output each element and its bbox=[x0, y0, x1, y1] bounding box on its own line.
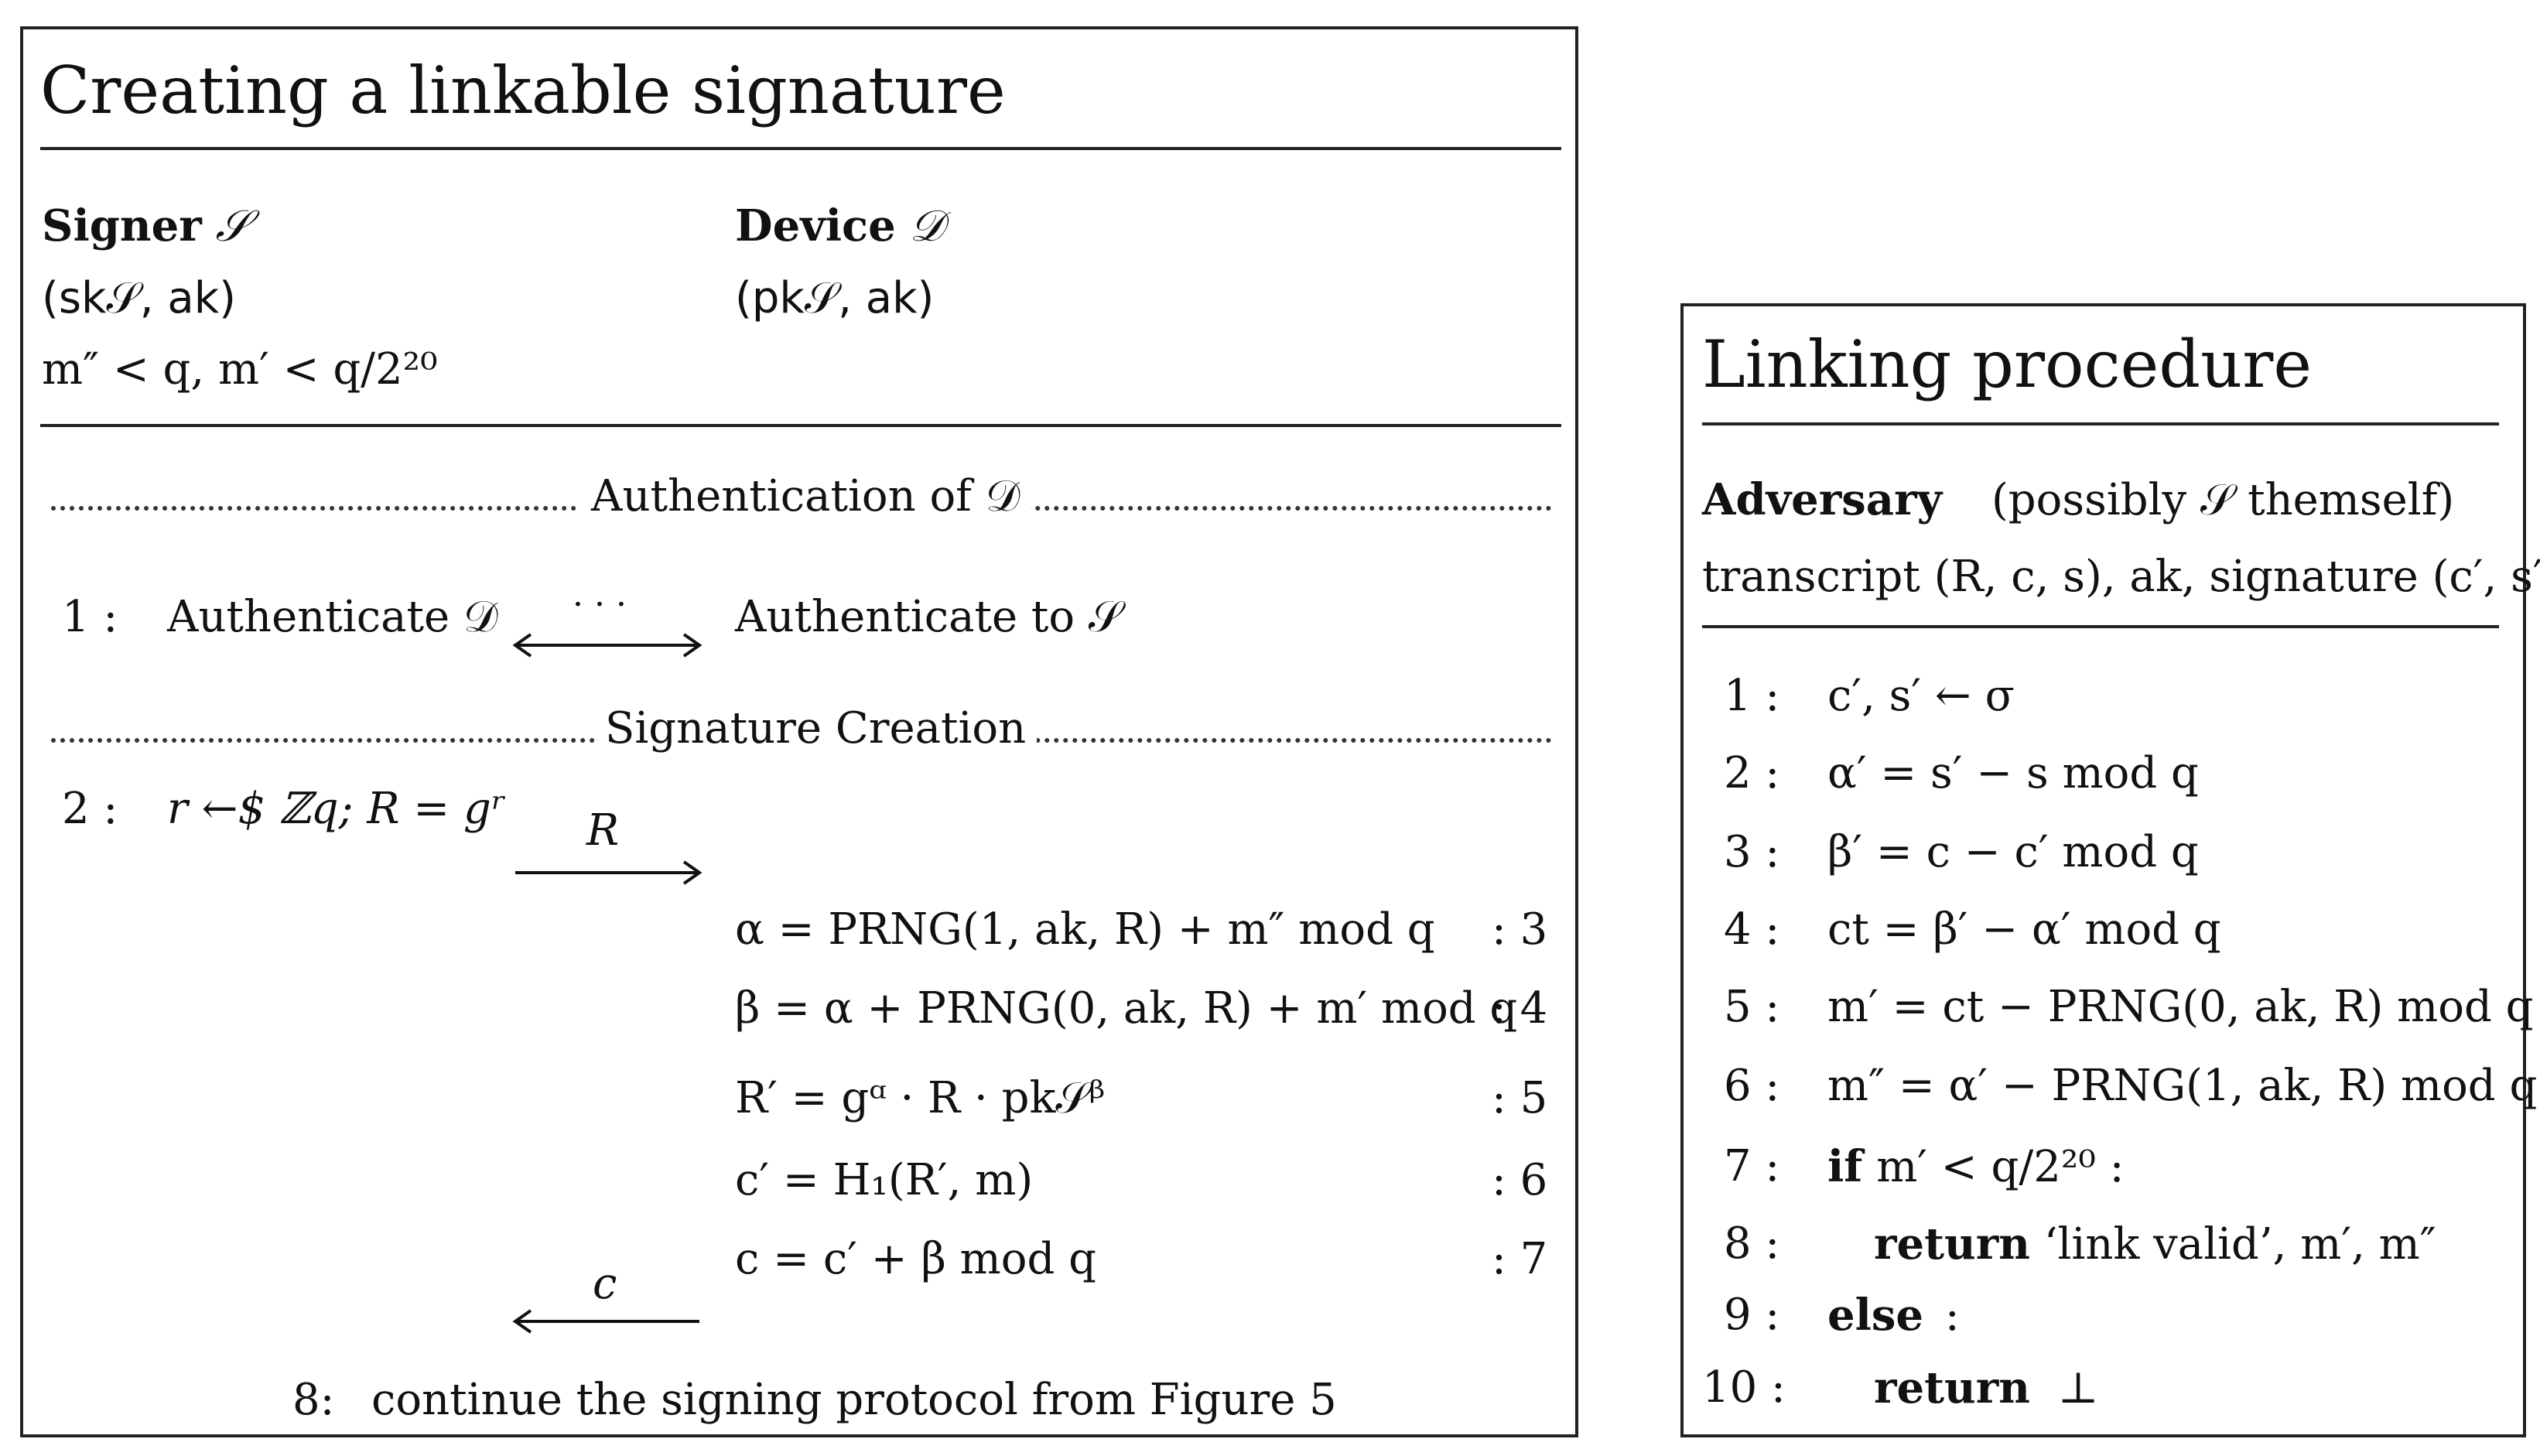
link-step-9-number: 9 : bbox=[1724, 1290, 1780, 1340]
link-step-7-line: if m′ < q/2²⁰ : bbox=[1827, 1145, 2124, 1189]
signer-keys: (sk𝒮, ak) bbox=[42, 273, 236, 323]
link-step-10-text: ⊥ bbox=[2057, 1363, 2099, 1413]
link-step-10-line: return ⊥ bbox=[1874, 1366, 2098, 1410]
link-step-6-number: 6 : bbox=[1724, 1061, 1780, 1111]
signer-header-label: Signer bbox=[42, 200, 202, 251]
device-step-6-number: : 6 bbox=[1492, 1155, 1548, 1205]
link-step-1-text: c′, s′ ← σ bbox=[1827, 671, 2015, 721]
link-step-9-line: else : bbox=[1827, 1294, 1960, 1338]
device-step-4-number: : 4 bbox=[1492, 983, 1548, 1034]
title-divider bbox=[1702, 422, 2499, 426]
step-2-number: 2 : bbox=[62, 784, 118, 834]
signer-header: Signer 𝒮 bbox=[42, 204, 249, 248]
device-header: Device 𝒟 bbox=[735, 204, 944, 248]
bidirectional-arrow bbox=[512, 633, 703, 658]
step-1-number: 1 : bbox=[62, 592, 118, 642]
link-step-7-number: 7 : bbox=[1724, 1141, 1780, 1191]
header-divider bbox=[1702, 625, 2499, 628]
step-1-arrow-label: · · · bbox=[573, 585, 627, 624]
link-step-5-number: 5 : bbox=[1724, 982, 1780, 1032]
device-step-5-number: : 5 bbox=[1492, 1073, 1548, 1123]
auth-section-label: Authentication of 𝒟 bbox=[580, 475, 1031, 518]
adversary-header: Adversary (possibly 𝒮 themself) bbox=[1702, 478, 2454, 522]
link-step-3-text: β′ = c − c′ mod q bbox=[1827, 827, 2199, 877]
title-divider bbox=[40, 147, 1561, 150]
sig-section-label: Signature Creation bbox=[594, 707, 1038, 750]
left-arrow bbox=[512, 1309, 699, 1334]
adversary-label: Adversary bbox=[1702, 474, 1943, 525]
device-header-symbol: 𝒟 bbox=[909, 201, 945, 251]
message-constraint: m″ < q, m′ < q/2²⁰ bbox=[42, 344, 438, 395]
adversary-note: (possibly 𝒮 themself) bbox=[1991, 475, 2455, 525]
step-1-device-action: Authenticate to 𝒮 bbox=[735, 592, 1123, 642]
return-arrow-label: c bbox=[593, 1259, 617, 1309]
device-step-4-expr: β = α + PRNG(0, ak, R) + m′ mod q bbox=[735, 983, 1518, 1034]
return-keyword: return bbox=[1874, 1218, 2030, 1270]
link-step-10-number: 10 : bbox=[1702, 1362, 1786, 1413]
link-step-2-number: 2 : bbox=[1724, 748, 1780, 798]
link-step-2-text: α′ = s′ − s mod q bbox=[1827, 748, 2199, 798]
link-step-4-text: ct = β′ − α′ mod q bbox=[1827, 904, 2221, 955]
device-step-7-number: : 7 bbox=[1492, 1234, 1548, 1284]
link-step-8-text: ‘link valid’, m′, m″ bbox=[2043, 1219, 2436, 1270]
link-step-4-number: 4 : bbox=[1724, 904, 1780, 955]
panel-title: Creating a linkable signature bbox=[40, 53, 1006, 128]
link-step-9-text: : bbox=[1944, 1290, 1960, 1341]
link-step-7-text: m′ < q/2²⁰ : bbox=[1876, 1142, 2125, 1192]
signer-header-symbol: 𝒮 bbox=[215, 201, 249, 251]
right-arrow bbox=[515, 860, 703, 885]
link-step-6-text: m″ = α′ − PRNG(1, ak, R) mod q bbox=[1827, 1061, 2538, 1111]
step-8-text: continue the signing protocol from Figur… bbox=[371, 1375, 1337, 1425]
procedure-inputs: transcript (R, c, s), ak, signature (c′,… bbox=[1702, 552, 2540, 602]
step-2-arrow-label: R bbox=[586, 805, 620, 856]
linkable-signature-panel: Creating a linkable signature Signer 𝒮 D… bbox=[20, 26, 1578, 1437]
device-step-6-expr: c′ = H₁(R′, m) bbox=[735, 1155, 1034, 1205]
panel-title: Linking procedure bbox=[1702, 326, 2313, 402]
link-step-8-number: 8 : bbox=[1724, 1218, 1780, 1269]
link-step-8-line: return ‘link valid’, m′, m″ bbox=[1874, 1222, 2436, 1266]
header-divider bbox=[40, 424, 1561, 427]
device-step-3-number: : 3 bbox=[1492, 904, 1548, 955]
else-keyword: else bbox=[1827, 1290, 1924, 1341]
return-keyword: return bbox=[1874, 1362, 2030, 1413]
linking-procedure-panel: Linking procedure Adversary (possibly 𝒮 … bbox=[1680, 303, 2540, 1437]
device-header-label: Device bbox=[735, 200, 896, 251]
device-step-3-expr: α = PRNG(1, ak, R) + m″ mod q bbox=[735, 904, 1435, 955]
device-step-5-expr: R′ = gᵅ · R · pk𝒮ᵝ bbox=[735, 1073, 1106, 1123]
step-8-number: 8: bbox=[292, 1375, 335, 1425]
step-2-signer-action: r ←$ ℤq; R = gʳ bbox=[167, 784, 507, 834]
if-keyword: if bbox=[1827, 1141, 1863, 1192]
device-step-7-expr: c = c′ + β mod q bbox=[735, 1234, 1096, 1284]
link-step-5-text: m′ = ct − PRNG(0, ak, R) mod q bbox=[1827, 982, 2534, 1032]
link-step-3-number: 3 : bbox=[1724, 827, 1780, 877]
link-step-1-number: 1 : bbox=[1724, 671, 1780, 721]
step-1-signer-action: Authenticate 𝒟 bbox=[167, 592, 498, 642]
device-keys: (pk𝒮, ak) bbox=[735, 273, 935, 323]
